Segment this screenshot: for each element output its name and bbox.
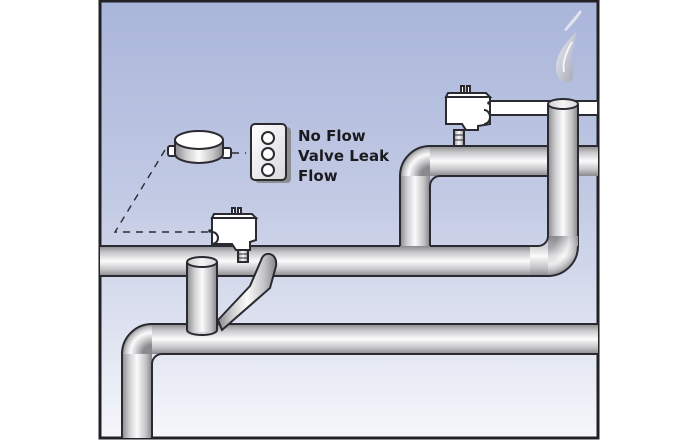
legend-label-flow: Flow: [298, 167, 338, 185]
indicator-panel: [250, 123, 291, 183]
vent-branch-pipe: [487, 100, 599, 116]
bottom-pipe: [121, 323, 598, 438]
indicator-light-valve-leak: [261, 147, 275, 161]
signal-wiring: [113, 149, 246, 233]
controller-unit: [167, 130, 232, 164]
flow-sensor-left: [208, 207, 259, 263]
diagonal-branch-pipe: [216, 252, 278, 332]
indicator-light-no-flow: [261, 131, 275, 145]
legend-label-no-flow: No Flow: [298, 127, 366, 145]
stub-pipe: [186, 256, 218, 336]
diagram-frame: [98, 0, 600, 440]
vent-pipe: [547, 98, 579, 246]
legend-label-valve-leak: Valve Leak: [298, 147, 390, 165]
smoke-plume: [556, 10, 582, 83]
flow-sensor-right: [444, 85, 493, 147]
indicator-light-flow: [261, 163, 275, 177]
main-pipe: [100, 235, 579, 277]
